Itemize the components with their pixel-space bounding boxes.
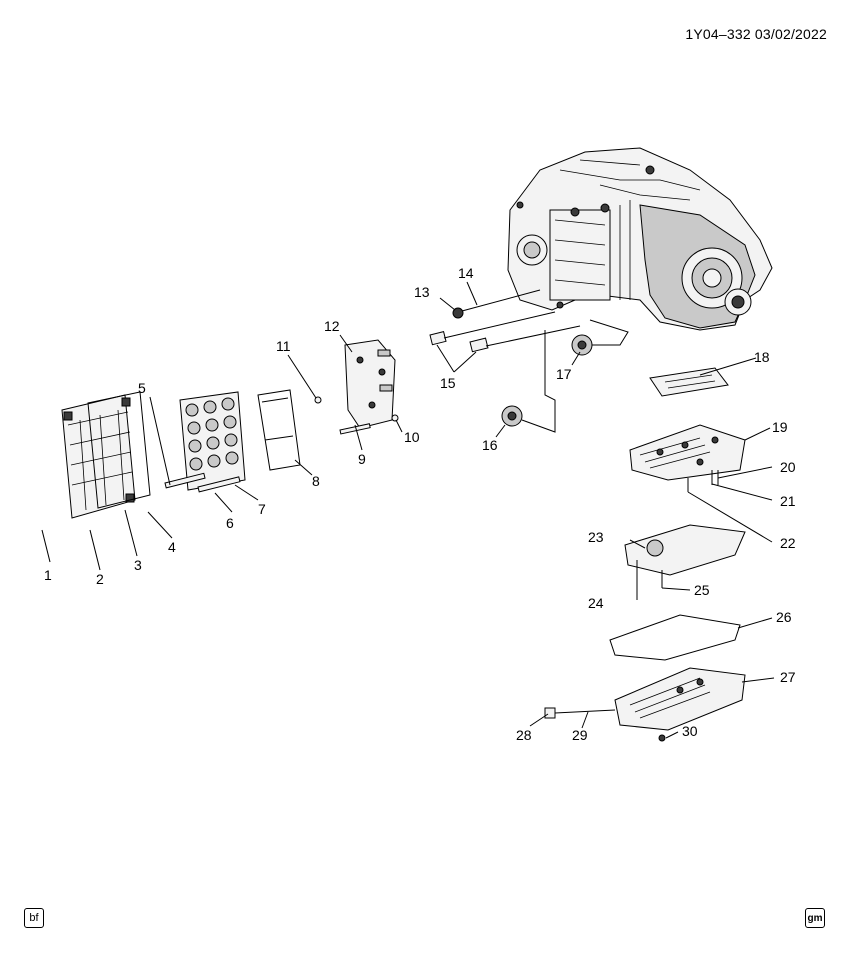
callout-13: 13 [414,284,430,300]
transmission-case [507,147,773,331]
callout-22: 22 [780,535,796,551]
callout-29: 29 [572,727,588,743]
callout-6: 6 [226,515,234,531]
callout-21: 21 [780,493,796,509]
callout-25: 25 [694,582,710,598]
callout-28: 28 [516,727,532,743]
callout-labels: 1 2 3 4 5 6 7 8 9 10 11 12 13 14 15 16 1… [44,265,796,743]
callout-26: 26 [776,609,792,625]
bf-logo-badge: bf [24,908,44,928]
fluid-filter [624,524,746,576]
solenoid-row [185,397,239,471]
diagram-reference-code: 1Y04–332 03/02/2022 [685,26,827,42]
pin-part-10 [391,414,399,422]
callout-4: 4 [168,539,176,555]
solenoid-body [179,391,246,491]
callout-12: 12 [324,318,340,334]
callout-27: 27 [780,669,796,685]
leader-lines [41,281,775,739]
bolt-part-6 [197,476,241,493]
spacer-plate [649,367,729,397]
oil-pan [614,667,746,731]
callout-24: 24 [588,595,604,611]
gm-logo-badge: gm [805,908,825,928]
seal-part-15a [429,331,447,346]
callout-16: 16 [482,437,498,453]
callout-3: 3 [134,557,142,573]
pan-gasket [609,614,741,661]
valve-gasket [257,389,301,471]
cover-gasket [87,391,151,509]
callout-30: 30 [682,723,698,739]
callout-19: 19 [772,419,788,435]
fitting-part-13 [452,307,464,319]
bracket-plate [344,339,396,429]
callout-7: 7 [258,501,266,517]
callout-14: 14 [458,265,474,281]
callout-18: 18 [754,349,770,365]
callout-8: 8 [312,473,320,489]
callout-10: 10 [404,429,420,445]
callout-15: 15 [440,375,456,391]
callout-11: 11 [276,338,291,354]
callout-1: 1 [44,567,52,583]
control-module-cover [61,394,136,519]
callout-9: 9 [358,451,366,467]
gear-part-16 [501,405,523,427]
callout-5: 5 [138,380,146,396]
valve-body [629,424,746,481]
callout-2: 2 [96,571,104,587]
seal-part-15b [469,337,489,353]
drain-plug-28 [544,707,556,719]
magnet-part-30 [658,734,666,742]
pin-part-11 [314,396,322,404]
gear-part-17 [571,334,593,356]
callout-17: 17 [556,366,572,382]
bolt-part-5 [164,472,206,489]
bolt-part-9 [339,423,371,435]
callout-23: 23 [588,529,604,545]
callout-20: 20 [780,459,796,475]
tube-part-14 [461,289,541,312]
